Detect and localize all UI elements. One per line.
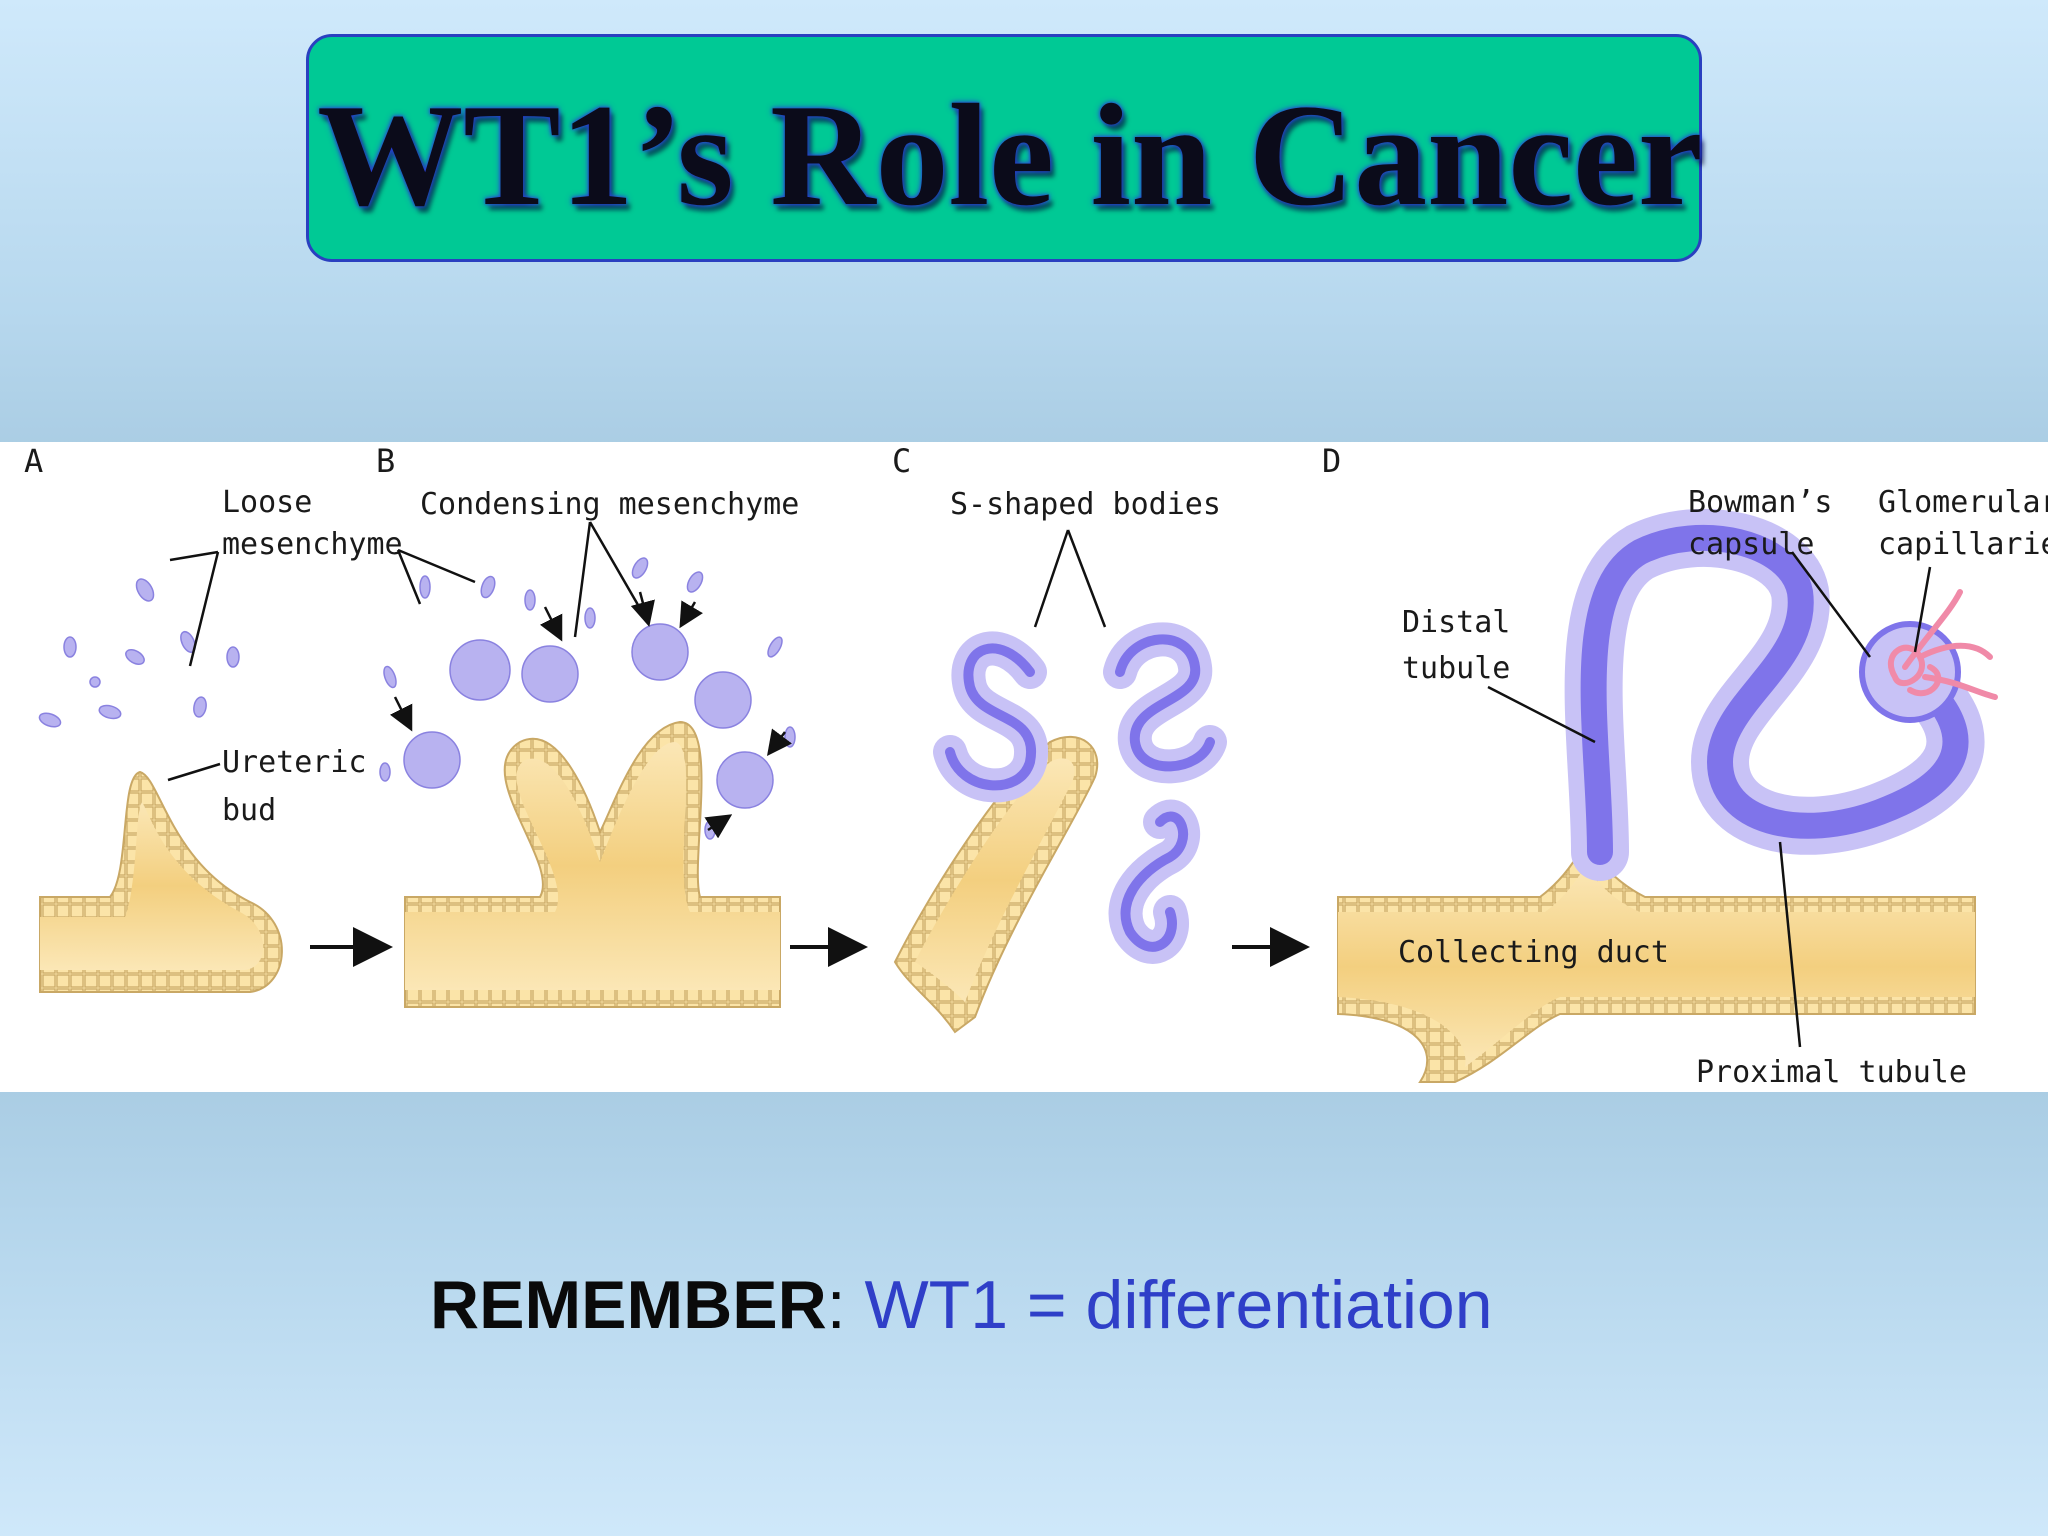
label-ureteric: Ureteric [222, 745, 367, 780]
label-tubule: tubule [1402, 651, 1510, 686]
glomerular-capillaries [1887, 589, 1998, 700]
label-glomerular: Glomerular [1878, 485, 2048, 520]
label-capillaries: capillaries [1878, 527, 2048, 562]
panel-letter-d: D [1322, 442, 1341, 480]
label-proximal-tubule: Proximal tubule [1696, 1055, 1967, 1090]
kidney-development-figure: A B C D Loose mesenchyme Ureteric bud [0, 442, 2048, 1092]
label-mesenchyme: mesenchyme [222, 527, 403, 562]
label-distal: Distal [1402, 605, 1510, 640]
label-capsule: capsule [1688, 527, 1814, 562]
panel-d-illustration: Bowman’s capsule Glomerular capillaries … [1337, 485, 2048, 1090]
slide-title: WT1’s Role in Cancer [317, 74, 1703, 236]
panel-letter-c: C [892, 442, 911, 480]
remember-text: WT1 = differentiation [845, 1267, 1493, 1343]
title-box [306, 34, 1702, 262]
remember-colon: : [826, 1267, 846, 1343]
label-condensing-mesenchyme: Condensing mesenchyme [420, 487, 799, 522]
panel-c-illustration: S-shaped bodies [893, 487, 1310, 1034]
remember-note: REMEMBER: WT1 = differentiation [430, 1265, 1493, 1345]
panel-b-illustration: Condensing mesenchyme [379, 487, 868, 1008]
label-bud: bud [222, 793, 276, 828]
label-s-shaped-bodies: S-shaped bodies [950, 487, 1221, 522]
panel-letter-b: B [376, 442, 395, 480]
panel-letter-a: A [24, 442, 43, 480]
label-collecting-duct: Collecting duct [1398, 935, 1669, 970]
kidney-development-diagram: A B C D Loose mesenchyme Ureteric bud [24, 442, 2048, 1090]
remember-keyword: REMEMBER [430, 1267, 827, 1343]
panel-a-illustration: Loose mesenchyme Ureteric bud [38, 485, 403, 993]
label-bowmans: Bowman’s [1688, 485, 1833, 520]
label-loose: Loose [222, 485, 312, 520]
